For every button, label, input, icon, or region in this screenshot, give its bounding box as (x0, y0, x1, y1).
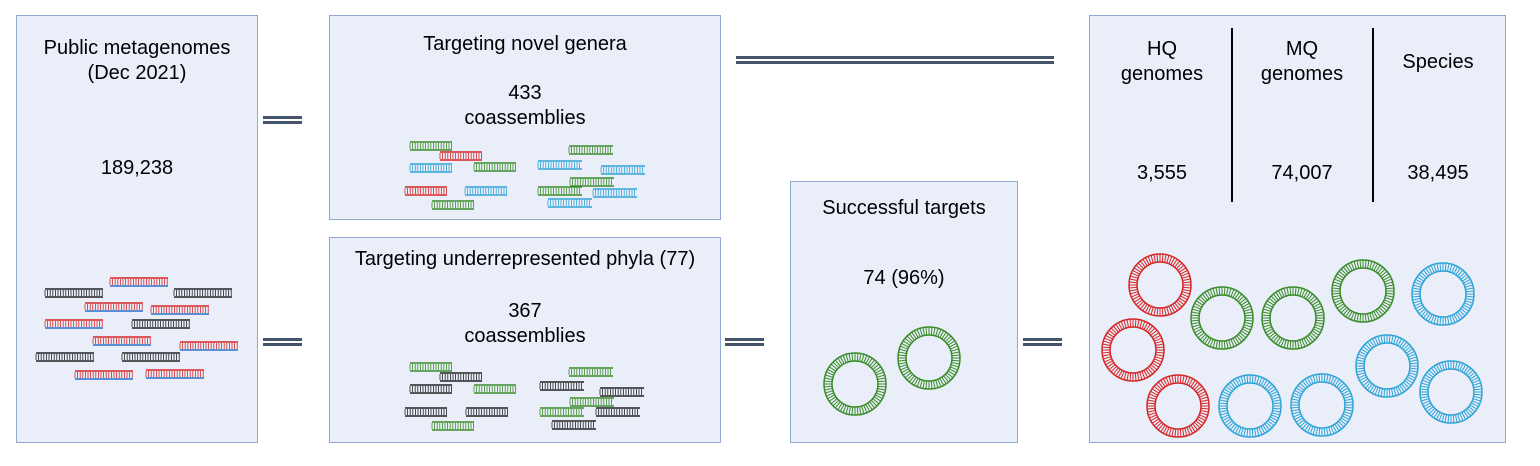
dna-fragment-icon (431, 421, 474, 431)
genome-ring-icon (823, 352, 887, 416)
dna-fragment-icon (599, 387, 644, 397)
phyla-unit: coassemblies (464, 325, 586, 347)
novel-unit: coassemblies (464, 107, 586, 129)
species-label: Species (1402, 51, 1474, 73)
genome-ring-icon (1290, 373, 1354, 437)
dna-fragment-icon (84, 302, 143, 312)
results-box (1089, 15, 1506, 443)
dna-fragment-icon (600, 165, 645, 175)
genome-ring-icon (1101, 318, 1165, 382)
underrepresented-phyla-box (329, 237, 721, 443)
phyla-title: Targeting underrepresented phyla (77) (354, 248, 696, 270)
public-metagenomes-box (16, 15, 258, 443)
dna-fragment-icon (473, 384, 516, 394)
dna-fragment-icon (74, 370, 133, 380)
public-count: 189,238 (100, 157, 174, 179)
success-title: Successful targets (822, 197, 986, 219)
dna-fragment-icon (439, 151, 482, 161)
dna-fragment-icon (439, 372, 482, 382)
dna-fragment-icon (568, 367, 613, 377)
dna-fragment-icon (409, 384, 452, 394)
dna-fragment-icon (131, 319, 190, 329)
dna-fragment-icon (409, 141, 452, 151)
dna-fragment-icon (568, 145, 613, 155)
dna-fragment-icon (179, 341, 238, 351)
dna-fragment-icon (35, 352, 94, 362)
dna-fragment-icon (537, 186, 582, 196)
dna-fragment-icon (569, 397, 614, 407)
dna-fragment-icon (150, 305, 209, 315)
dna-fragment-icon (547, 198, 592, 208)
hq-label-line1: HQ (1147, 38, 1177, 60)
dna-fragment-icon (145, 369, 204, 379)
public-title-line2: (Dec 2021) (87, 62, 187, 84)
phyla-count: 367 (508, 300, 542, 322)
novel-genera-box (329, 15, 721, 220)
dna-fragment-icon (431, 200, 474, 210)
genome-ring-icon (1355, 334, 1419, 398)
results-divider-1 (1231, 28, 1233, 202)
hq-value: 3,555 (1136, 162, 1188, 184)
genome-ring-icon (1419, 360, 1483, 424)
dna-fragment-icon (539, 381, 584, 391)
success-value: 74 (96%) (863, 267, 945, 289)
genome-ring-icon (1128, 253, 1192, 317)
dna-fragment-icon (465, 407, 508, 417)
hq-label-line2: genomes (1120, 63, 1204, 85)
dna-fragment-icon (595, 407, 640, 417)
novel-title: Targeting novel genera (423, 33, 627, 55)
dna-fragment-icon (409, 163, 452, 173)
genome-ring-icon (1261, 286, 1325, 350)
dna-fragment-icon (551, 420, 596, 430)
dna-fragment-icon (569, 177, 614, 187)
species-value: 38,495 (1407, 162, 1469, 184)
mq-label-line2: genomes (1260, 63, 1344, 85)
genome-ring-icon (1146, 374, 1210, 438)
dna-fragment-icon (464, 186, 507, 196)
dna-fragment-icon (92, 336, 151, 346)
novel-count: 433 (508, 82, 542, 104)
dna-fragment-icon (409, 362, 452, 372)
genome-ring-icon (1331, 259, 1395, 323)
dna-fragment-icon (109, 277, 168, 287)
public-title-line1: Public metagenomes (43, 37, 231, 59)
genome-ring-icon (1218, 374, 1282, 438)
dna-fragment-icon (539, 407, 584, 417)
mq-label-line1: MQ (1285, 38, 1319, 60)
genome-ring-icon (897, 326, 961, 390)
dna-fragment-icon (173, 288, 232, 298)
dna-fragment-icon (537, 160, 582, 170)
dna-fragment-icon (44, 288, 103, 298)
dna-fragment-icon (121, 352, 180, 362)
dna-fragment-icon (404, 186, 447, 196)
dna-fragment-icon (404, 407, 447, 417)
dna-fragment-icon (473, 162, 516, 172)
dna-fragment-icon (44, 319, 103, 329)
results-divider-2 (1372, 28, 1374, 202)
genome-ring-icon (1411, 262, 1475, 326)
genome-ring-icon (1190, 286, 1254, 350)
mq-value: 74,007 (1271, 162, 1333, 184)
dna-fragment-icon (592, 188, 637, 198)
